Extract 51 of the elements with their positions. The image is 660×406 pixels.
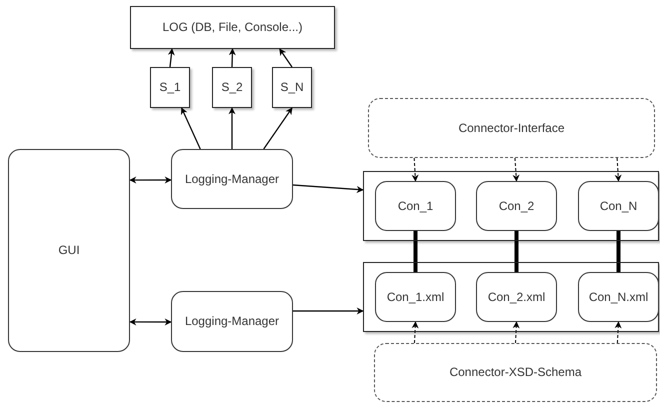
node-label: Logging-Manager	[184, 172, 280, 186]
process-box	[171, 291, 293, 352]
node-label: S_2	[221, 80, 243, 95]
arrow	[168, 48, 175, 68]
process-box	[171, 149, 293, 209]
schema-box	[374, 343, 657, 402]
node-label: Con_N	[600, 198, 638, 214]
node-label: Connector-Interface	[458, 120, 565, 136]
node-label: Con_2.xml	[488, 290, 546, 304]
arrow	[614, 321, 622, 344]
arrow	[228, 48, 236, 68]
process-box	[272, 67, 312, 108]
process-box	[578, 272, 659, 322]
node-label: LOG (DB, File, Console...)	[162, 20, 303, 35]
process-box	[578, 181, 659, 231]
container-box	[363, 262, 659, 332]
node-label: Connector-XSD-Schema	[449, 365, 582, 380]
arrow	[279, 48, 292, 68]
arrow	[512, 158, 520, 182]
process-box	[212, 67, 252, 108]
arrow	[263, 107, 292, 150]
arrow	[293, 308, 364, 314]
process-box	[476, 272, 557, 322]
node-label: Con_N.xml	[588, 290, 648, 304]
node-label: S_1	[159, 80, 181, 95]
arrow	[412, 321, 419, 344]
node-label: Logging-Manager	[184, 314, 280, 329]
arrow	[512, 321, 520, 344]
arrow	[292, 184, 364, 193]
process-box	[476, 181, 557, 231]
arrow	[614, 158, 622, 182]
arrow	[129, 318, 172, 326]
arrow	[181, 107, 201, 150]
interface-box	[368, 98, 655, 158]
node-label: Con_2	[498, 198, 534, 214]
process-box	[375, 272, 456, 322]
arrow	[129, 176, 172, 184]
process-box	[150, 67, 190, 108]
node-label: GUI	[58, 243, 80, 258]
container-box	[363, 171, 659, 241]
storage-box	[130, 6, 335, 49]
node-label: Con_1.xml	[386, 290, 444, 304]
thick-connector	[616, 231, 620, 272]
thick-connector	[514, 231, 518, 272]
node-label: Con_1	[398, 198, 434, 214]
thick-connector	[414, 231, 418, 272]
arrow	[412, 158, 419, 182]
arrow	[228, 107, 236, 149]
process-box	[375, 181, 456, 231]
node-label: S_N	[280, 80, 304, 95]
process-box	[8, 149, 130, 352]
